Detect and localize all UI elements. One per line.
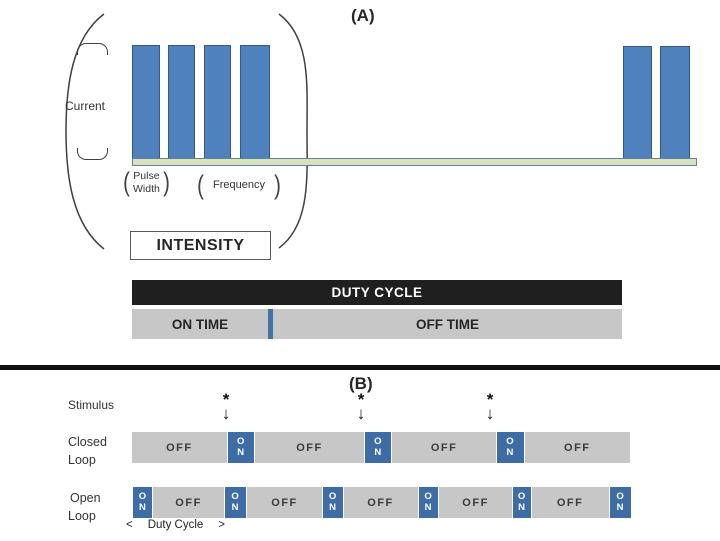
on-segment-letter: O [237,436,245,448]
on-segment-letter: N [616,501,624,513]
on-segment-letter: N [237,446,245,458]
on-segment-letter: O [138,491,147,503]
current-pulse [204,45,231,159]
off-segment: OFF [439,487,513,518]
current-pulse [660,46,690,159]
on-segment-letter: N [231,501,239,513]
on-segment-letter: N [374,446,382,458]
closed-loop-line2: Loop [68,453,96,467]
off-time-segment: OFF TIME [416,316,479,332]
intensity-bracket-right [278,13,308,249]
on-segment-letter: N [518,501,526,513]
section-divider [0,365,720,370]
duty-cycle-header: DUTY CYCLE [132,280,622,305]
current-pulse [623,46,652,159]
asterisk-icon: * [222,390,230,409]
on-time-segment: ON TIME [171,316,229,332]
stimulus-event-marker: *↓ [480,390,500,423]
close-paren-glyph: ) [274,170,281,200]
intensity-box: INTENSITY [130,231,271,260]
on-segment-letter: O [424,491,433,503]
range-left-arrow: < [126,519,133,531]
off-segment: OFF [343,487,418,518]
current-pulse [132,45,160,159]
down-arrow-icon: ↓ [356,404,366,423]
open-loop-line1: Open [70,491,101,505]
on-segment-letter: O [231,491,240,503]
down-arrow-icon: ↓ [485,404,495,423]
open-loop-label: Open Loop [68,489,101,525]
open-paren-glyph: ( [123,167,130,197]
range-right-arrow: > [218,519,225,531]
duty-cycle-range-marker: < Duty Cycle > [126,519,225,531]
current-axis-label: Current [65,99,106,113]
on-segment-letter: O [374,436,382,448]
off-segment: OFF [392,432,496,463]
pulse-width-label-group: ( Pulse Width ) [122,169,171,196]
pulse-width-line1: Pulse [133,170,160,183]
off-segment: OFF [531,487,609,518]
pulse-width-label: Pulse Width [133,170,160,194]
on-segment-letter: N [139,501,147,513]
duty-cycle-bar: ON TIME OFF TIME [132,309,622,339]
on-segment-letter: N [506,446,514,458]
current-pulse [168,45,195,159]
frequency-label-group: ( Frequency ) [196,172,282,199]
open-loop-line2: Loop [68,509,96,523]
off-segment: OFF [153,487,224,518]
panel-a-title: (A) [351,6,375,25]
on-segment-letter: O [616,491,625,503]
down-arrow-icon: ↓ [221,404,231,423]
baseline-bar [132,158,697,166]
asterisk-icon: * [357,390,365,409]
off-segment: OFF [255,432,364,463]
off-segment: OFF [247,487,323,518]
frequency-label: Frequency [213,179,265,192]
stimulus-label: Stimulus [68,398,115,412]
current-range-cap-top [77,43,108,55]
on-segment-letter: O [506,436,515,448]
panel-b-title: (B) [349,374,373,393]
on-segment-letter: N [329,501,337,513]
closed-loop-line1: Closed [68,435,107,449]
closed-loop-label: Closed Loop [68,433,107,469]
open-paren-glyph: ( [197,170,204,200]
stimulus-event-marker: *↓ [351,390,371,423]
asterisk-icon: * [486,390,494,409]
stimulus-event-marker: *↓ [216,390,236,423]
range-label: Duty Cycle [147,519,204,531]
close-paren-glyph: ) [162,167,170,197]
on-segment-letter: N [424,501,432,513]
off-segment: OFF [524,432,631,463]
current-range-cap-bottom [77,148,108,160]
on-off-divider [268,309,273,339]
off-segment: OFF [132,432,227,463]
on-segment-letter: O [328,491,337,503]
current-pulse [240,45,270,159]
pulse-width-line2: Width [133,182,160,195]
on-segment-letter: O [517,491,526,503]
